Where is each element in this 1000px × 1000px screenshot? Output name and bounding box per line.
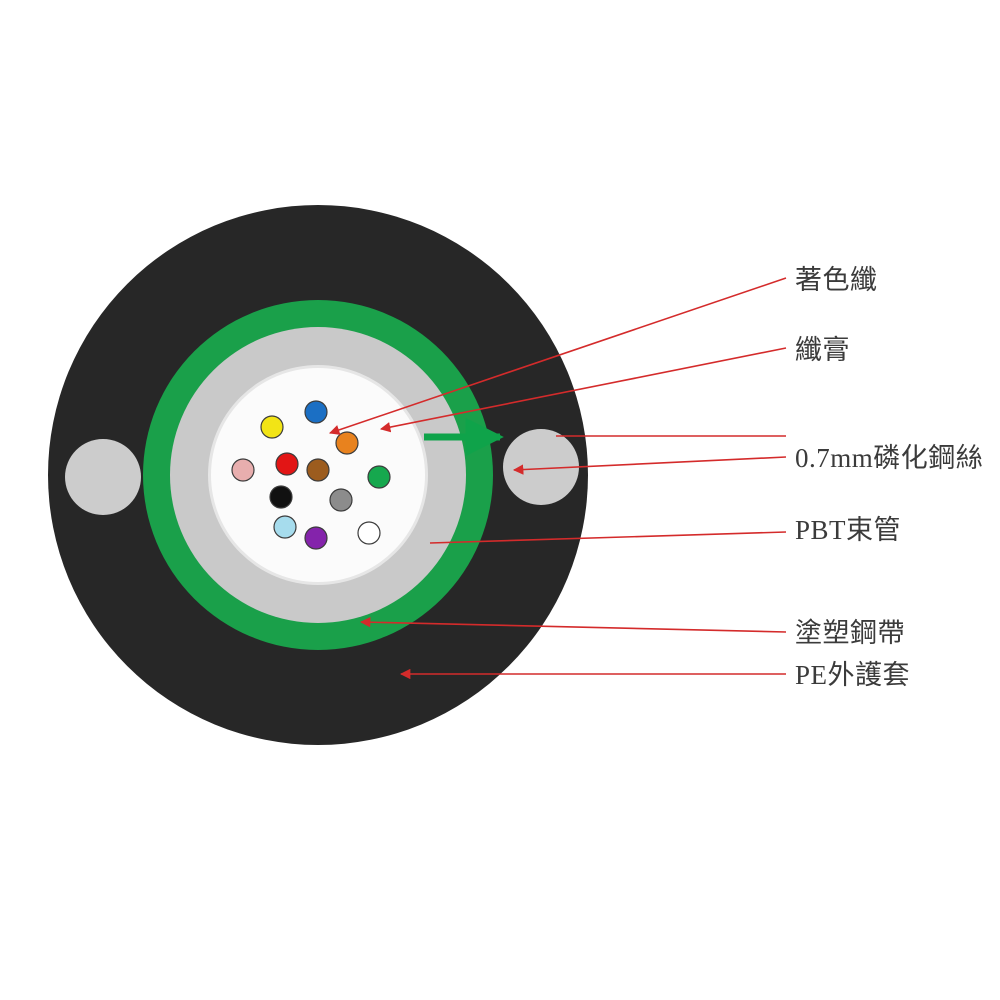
fiber-red (275, 452, 299, 476)
fiber-orange (335, 431, 359, 455)
fiber-black (269, 485, 293, 509)
fiber-blue (304, 400, 328, 424)
leader-steel-wire (512, 456, 787, 475)
fiber-violet (304, 526, 328, 550)
label-pe-sheath: PE外護套 (795, 660, 911, 690)
fiber-brown (306, 458, 330, 482)
leader-fiber-gel (379, 347, 787, 433)
steel-wire-right (503, 429, 579, 505)
label-pbt-tube: PBT束管 (795, 515, 902, 545)
colored-fiber-bundle (231, 400, 391, 550)
label-steel-wire: 0.7mm磷化鋼絲 (795, 443, 984, 473)
fiber-yellow (260, 415, 284, 439)
leader-pbt-tube (429, 531, 787, 544)
label-colored-fiber: 著色纖 (795, 265, 878, 295)
fiber-aqua (273, 515, 297, 539)
fiber-green (367, 465, 391, 489)
fiber-white (357, 521, 381, 545)
fiber-rose (231, 458, 255, 482)
leader-lines (329, 277, 787, 680)
label-steel-tape: 塗塑鋼帶 (795, 618, 905, 648)
label-fiber-gel: 纖膏 (795, 335, 850, 365)
fiber-gray (329, 488, 353, 512)
leader-steel-tape (359, 617, 787, 633)
steel-wire-left (65, 439, 141, 515)
leader-colored-fiber (329, 277, 787, 435)
